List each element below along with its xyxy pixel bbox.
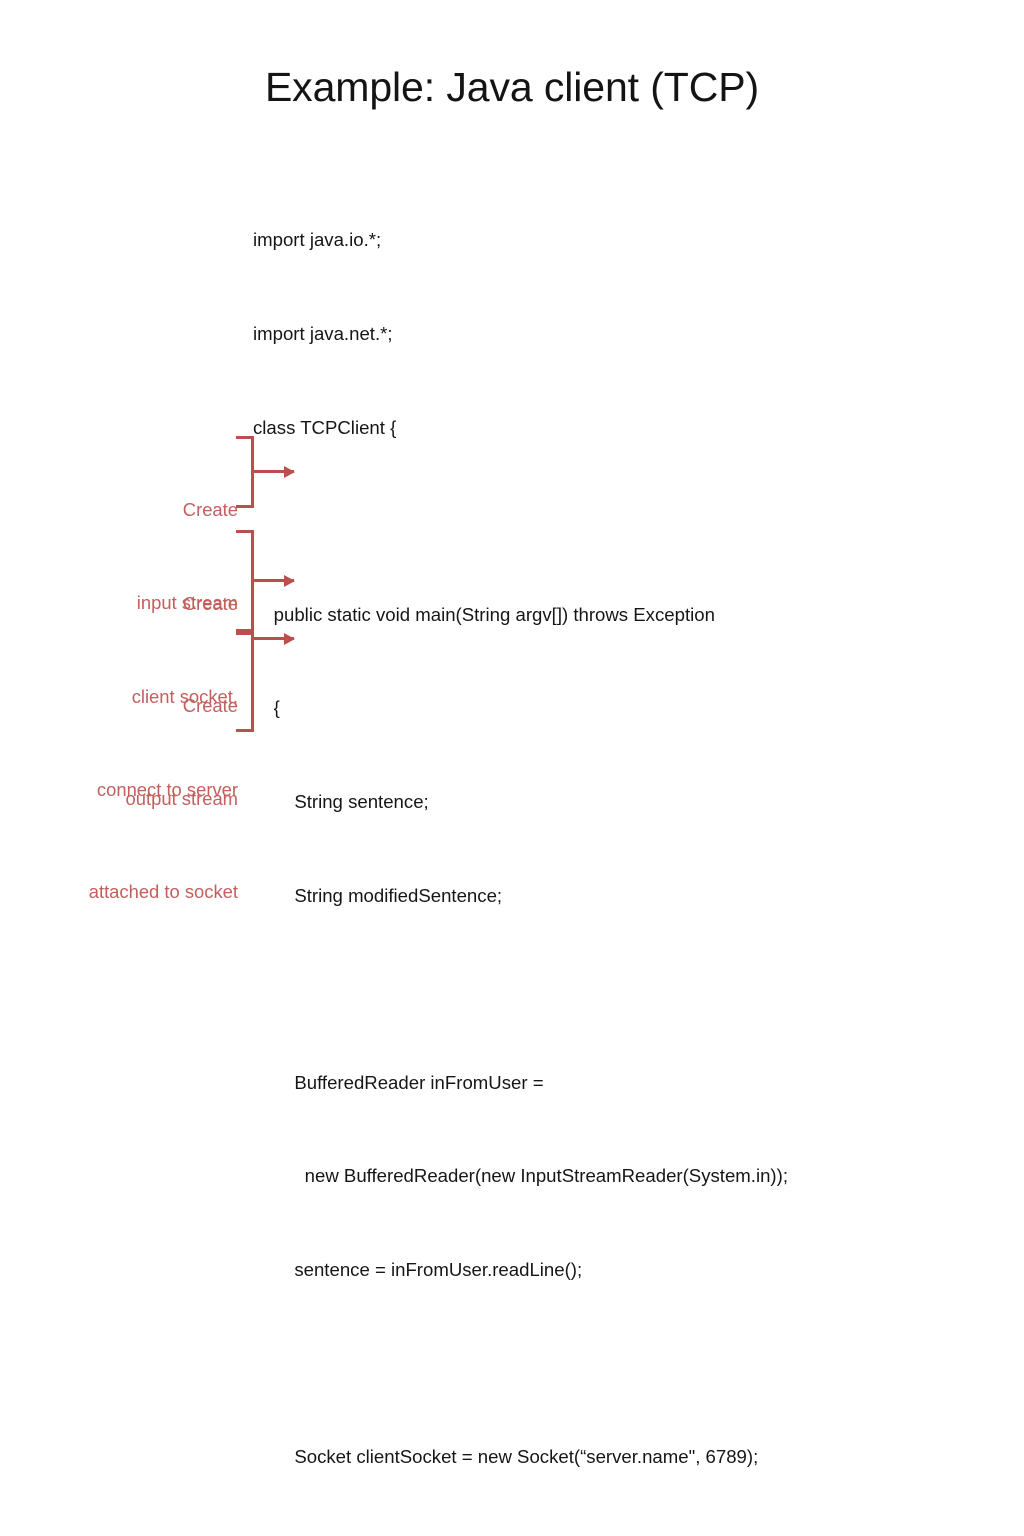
annotation-line: output stream [125, 788, 238, 809]
code-line-blank [253, 973, 973, 1004]
annotation-line: Create [182, 695, 238, 716]
code-line: String sentence; [253, 790, 429, 812]
code-line-blank [253, 1535, 973, 1536]
code-line: Socket clientSocket = new Socket(“server… [253, 1446, 759, 1468]
code-line: class TCPClient { [253, 416, 397, 438]
annotation-label: Create input stream [137, 432, 238, 680]
code-line: public static void main(String argv[]) t… [253, 603, 715, 625]
code-line: new BufferedReader(new InputStreamReader… [253, 1165, 788, 1187]
arrow-right-icon [252, 579, 294, 583]
code-line-blank [253, 505, 973, 536]
code-line: String modifiedSentence; [253, 884, 503, 906]
annotation-line: Create [182, 499, 238, 520]
annotation-label: Create output stream attached to socket [89, 628, 238, 969]
arrow-right-icon [252, 637, 294, 641]
code-line: import java.io.*; [253, 229, 382, 251]
annotation-line: attached to socket [88, 881, 238, 902]
code-block: import java.io.*; import java.net.*; cla… [253, 162, 973, 1536]
code-line: import java.net.*; [253, 323, 393, 344]
annotation-line: client socket, [131, 686, 238, 707]
code-line-blank [253, 1348, 973, 1379]
page-title: Example: Java client (TCP) [264, 64, 760, 110]
code-line: BufferedReader inFromUser = [253, 1071, 544, 1093]
code-line: sentence = inFromUser.readLine(); [253, 1258, 583, 1280]
code-line: { [253, 697, 280, 719]
annotation-line: Create [182, 593, 238, 614]
annotation-line: input stream [136, 592, 238, 613]
bracket-icon [236, 632, 254, 732]
arrow-right-icon [252, 470, 294, 474]
